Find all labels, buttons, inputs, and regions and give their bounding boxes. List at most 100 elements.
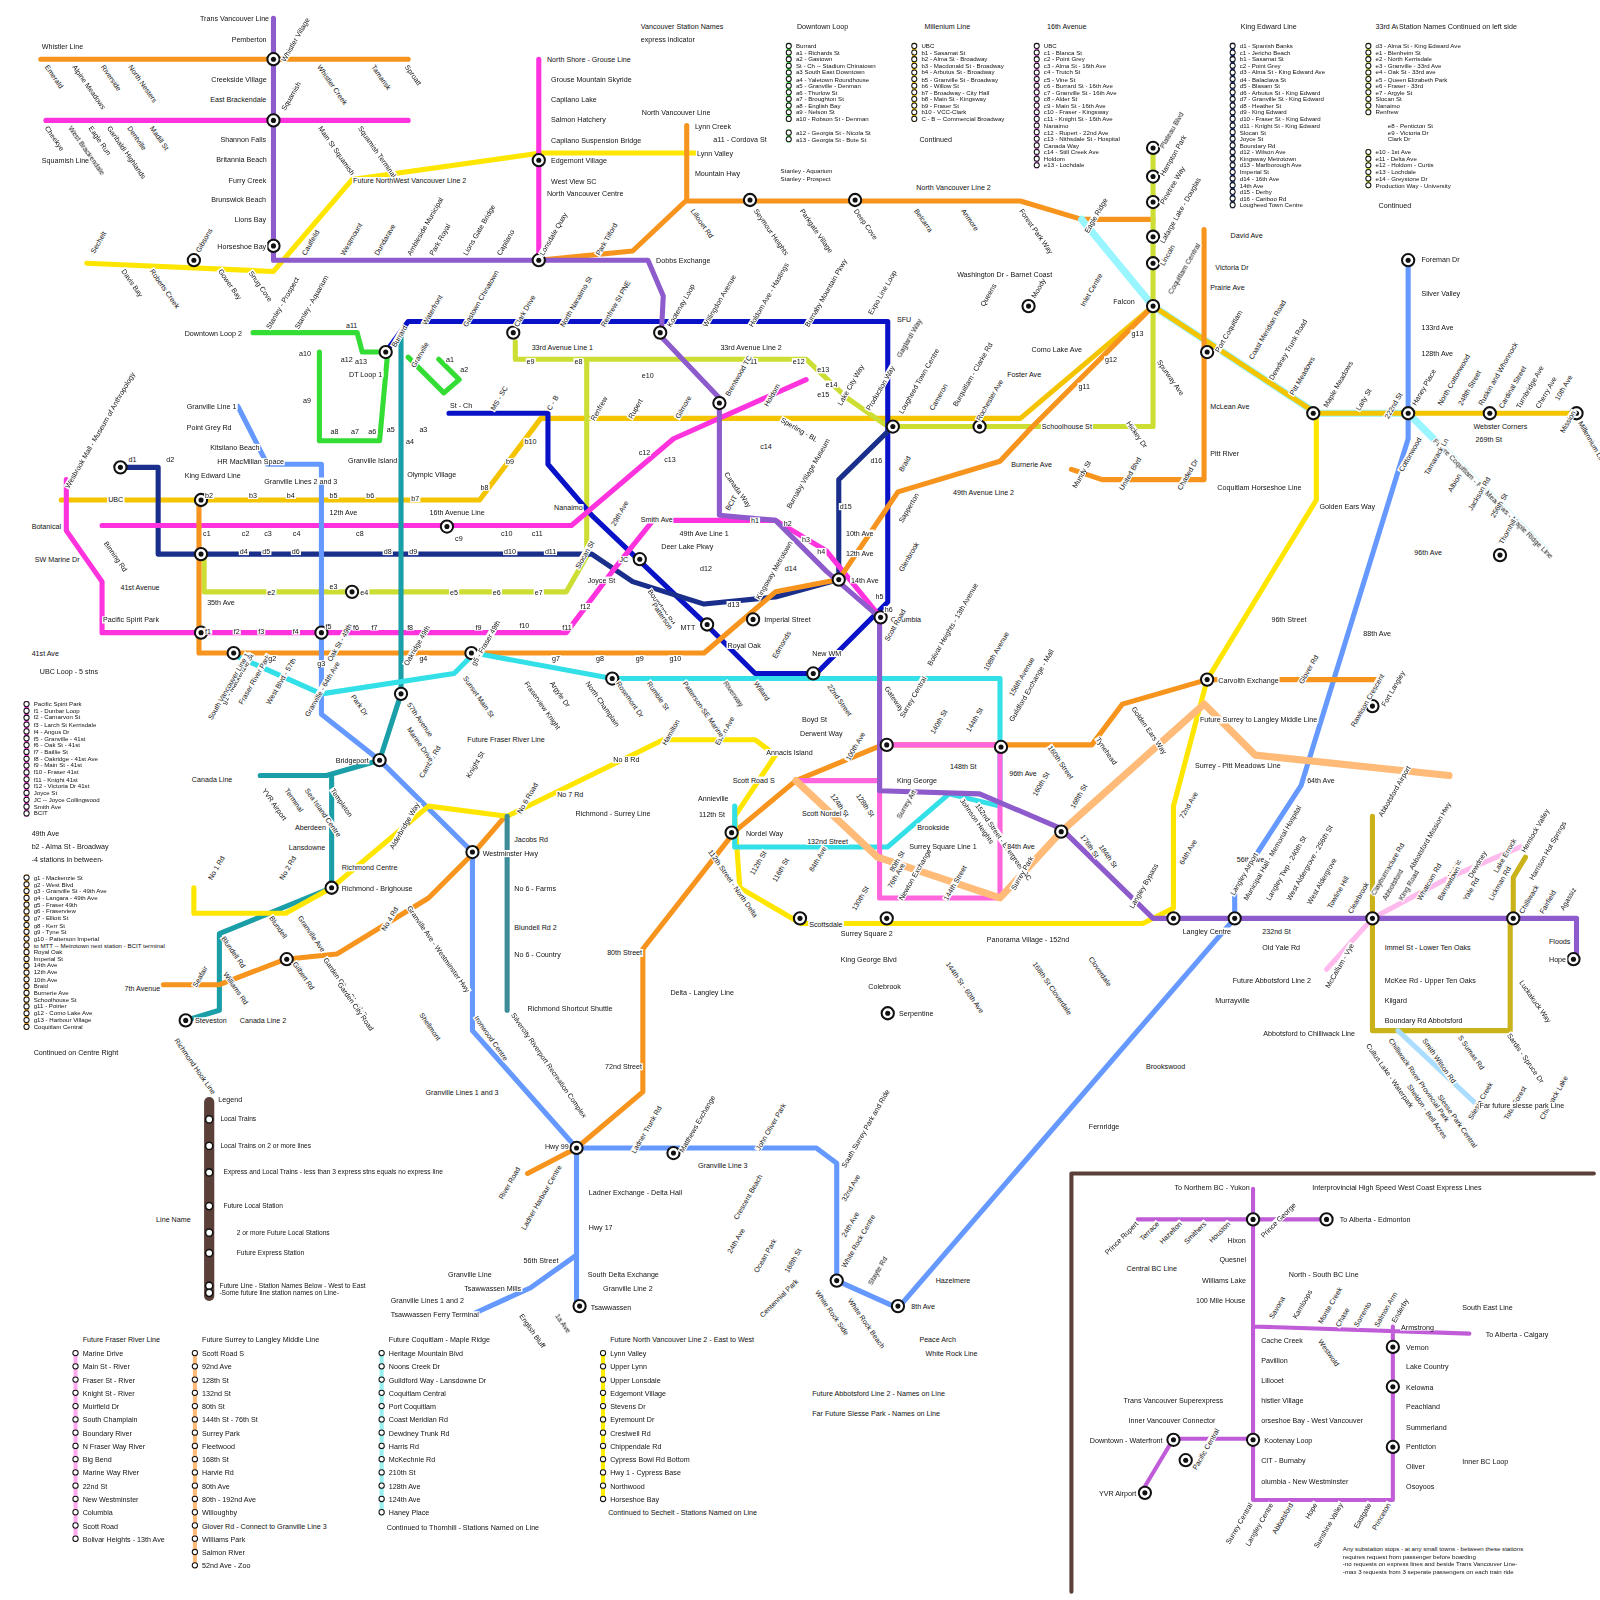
interchange-dot: [198, 630, 203, 635]
list-label: Joyce St: [33, 790, 59, 796]
legend-text: Local Trains on 2 or more lines: [219, 1142, 312, 1149]
station-label: Anmore: [959, 206, 980, 232]
station-label: Point Grey Rd: [186, 423, 233, 430]
station-label: a1: [445, 356, 455, 363]
station-dot: [24, 811, 29, 816]
line-bar: [912, 43, 916, 122]
station-label: Future Coquitlam - Pitt Meadows - Maple …: [1431, 436, 1555, 560]
interchange-ring: [995, 741, 1007, 753]
station-label: 64th Ave: [1178, 837, 1199, 866]
legend-sample: [206, 1142, 213, 1149]
station-label: No 8 Rd: [612, 756, 640, 763]
station-label: Granville Lines 1 and 3: [424, 1088, 499, 1095]
list-label: Marine Way River: [82, 1469, 141, 1476]
station-label: g4: [418, 655, 428, 662]
interchange-ring: [441, 520, 453, 532]
station-dot: [24, 790, 29, 795]
station-label: Lynn Creek: [694, 122, 732, 129]
list-label: d10 - Fraser St - King Edward: [1239, 116, 1322, 122]
station-dot: [379, 1470, 384, 1475]
station-label: Hazelmere: [935, 1276, 972, 1283]
interchange-dot: [1511, 916, 1516, 921]
station-label: Prince George: [1259, 1200, 1298, 1239]
interchange-ring: [380, 346, 392, 358]
station-label: olumbia - New Westminster: [1260, 1477, 1349, 1484]
list-label: c4 - Trutch St: [1043, 69, 1081, 75]
station-label: East Brackendale: [209, 95, 267, 102]
station-label: 49th Ave: [31, 829, 61, 836]
station-label: Foster Ave: [1006, 370, 1042, 377]
station-label: Golden Ears Way: [1318, 503, 1376, 510]
station-label: c11: [531, 529, 544, 536]
station-label: 132nd Street: [806, 837, 849, 844]
list-label: Surrey Park: [201, 1429, 241, 1436]
station-dot: [1034, 130, 1039, 135]
station-label: Snug Cove: [247, 268, 274, 303]
station-label: Davis Bay: [120, 266, 145, 298]
station-label: 108th Avenue: [982, 629, 1011, 672]
list-label: a1 - Richards St: [795, 49, 841, 55]
station-label: d1: [128, 456, 138, 463]
station-label: Annieville: [697, 794, 730, 801]
station-dot: [379, 1443, 384, 1448]
list-label: a2 - Gastown: [795, 56, 833, 62]
station-label: Gilbert Rd: [291, 959, 316, 991]
list-label: Renfrew: [1374, 109, 1399, 115]
interchange-ring: [1229, 912, 1241, 924]
list-label: d9 - King Edward: [1239, 109, 1288, 115]
list-label: e2 - North Kerrisdale: [1374, 56, 1433, 62]
list-label: Burrard: [795, 43, 817, 49]
line-bar: [787, 130, 791, 143]
station-dot: [1034, 43, 1039, 48]
station-dot: [24, 943, 29, 948]
station-label: Furry Creek: [228, 176, 268, 183]
list-label: b1 - Sasamat St: [1239, 56, 1285, 62]
interchange-dot: [349, 589, 354, 594]
station-label: SW Marine Dr: [34, 556, 81, 563]
station-label: Spurway Ave: [1155, 357, 1186, 397]
station-label: Peace Arch: [918, 1335, 957, 1342]
station-label: McCallum - Vye: [1323, 941, 1355, 990]
station-label: Millenium Line: [923, 22, 971, 29]
list-label: Eyremount Dr: [609, 1416, 655, 1423]
list-label: c5 - Vine St: [1043, 76, 1077, 82]
list-label: -max 3 requests from 3 seperate passenge…: [1342, 1569, 1515, 1575]
list-label: Harvie Rd: [201, 1469, 235, 1476]
station-dot: [24, 797, 29, 802]
station-dot: [1034, 143, 1039, 148]
station-label: b4: [286, 491, 296, 498]
station-label: h1: [750, 517, 760, 524]
list-label: d4 - Balaclava St: [1239, 76, 1287, 82]
station-label: a9: [302, 396, 312, 403]
list-label: South Champlain: [82, 1416, 139, 1423]
interchange-ring: [794, 912, 806, 924]
line-bar: [787, 43, 791, 122]
station-label: Gower Bay: [216, 266, 243, 301]
station-label: Capilano: [495, 227, 516, 257]
interchange-dot: [1151, 304, 1156, 309]
interchange-ring: [747, 613, 759, 625]
interchange-dot: [811, 671, 816, 676]
station-label: Burnaby Village Museum: [785, 436, 832, 510]
interchange-dot: [183, 1018, 188, 1023]
station-label: Future Coquitlam - Maple Ridge: [388, 1335, 491, 1342]
station-label: White Rock Beach: [846, 1296, 887, 1350]
station-label: Seymour Heights: [752, 206, 790, 257]
station-label: e12: [792, 358, 806, 365]
list-label: c7 - Granville St - 16th Ave: [1043, 89, 1118, 95]
station-label: Burrard: [390, 323, 409, 349]
station-dot: [912, 50, 917, 55]
list-label: BCIT: [33, 810, 49, 816]
station-dot: [912, 83, 917, 88]
station-label: Gibsons: [194, 226, 214, 254]
interchange-dot: [231, 651, 236, 656]
station-dot: [24, 902, 29, 907]
station-label: f10: [518, 621, 530, 628]
interchange-dot: [885, 1011, 890, 1016]
station-label: McKee Rd - Upper Ten Oaks: [1384, 976, 1477, 983]
station-label: Gilmore: [673, 393, 693, 420]
line-bar: [73, 1350, 77, 1542]
interchange-dot: [705, 622, 710, 627]
station-label: Continued to Thornhill - Stations Named …: [386, 1523, 540, 1530]
station-label: Joyce St: [587, 576, 616, 583]
